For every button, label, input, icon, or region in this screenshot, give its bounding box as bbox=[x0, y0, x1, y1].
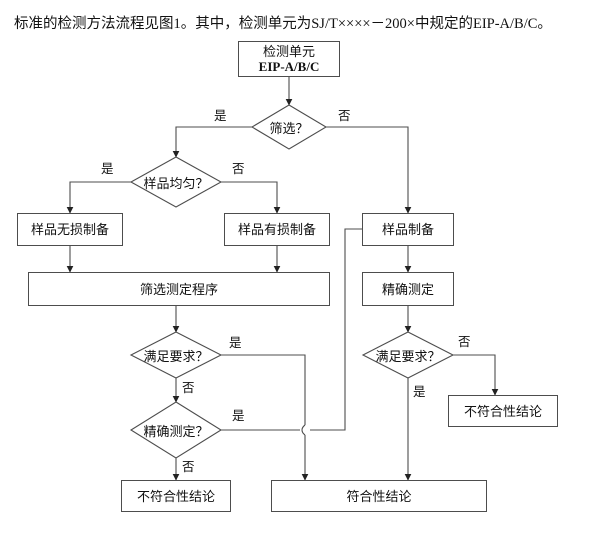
edge-screening-no-to-prep bbox=[326, 126, 412, 214]
node-destructive-prep-label: 样品有损制备 bbox=[237, 222, 316, 237]
node-detection-unit[interactable]: 检测单元 EIP-A/B/C bbox=[238, 41, 340, 77]
node-uniform-decision[interactable]: 样品均匀？ bbox=[126, 157, 226, 207]
edge-meets2-no-to-nonconform2 bbox=[453, 354, 499, 396]
edge-label-precise-q-yes: 是 bbox=[231, 409, 246, 423]
diamond-screening-shape bbox=[250, 104, 328, 150]
diamond-meets1-shape bbox=[129, 331, 223, 379]
node-nondestructive-prep[interactable]: 样品无损制备 bbox=[17, 213, 123, 246]
diamond-precise-q-shape bbox=[129, 401, 223, 459]
node-screening-decision-label: 筛选？ bbox=[269, 120, 309, 136]
edge-label-screening-no: 否 bbox=[337, 109, 352, 123]
node-uniform-decision-label: 样品均匀？ bbox=[143, 175, 209, 191]
edge-screening-yes-to-uniform bbox=[172, 126, 252, 158]
edge-label-meets1-no: 否 bbox=[181, 381, 196, 395]
node-nonconformity-left[interactable]: 不符合性结论 bbox=[121, 480, 231, 512]
edge-label-uniform-yes: 是 bbox=[100, 162, 115, 176]
node-conformity[interactable]: 符合性结论 bbox=[271, 480, 487, 512]
edge-label-meets1-yes: 是 bbox=[228, 336, 243, 350]
node-nondestructive-prep-label: 样品无损制备 bbox=[30, 222, 109, 237]
node-meets-requirements-left-label: 满足要求？ bbox=[143, 348, 209, 364]
node-nonconformity-right-label: 不符合性结论 bbox=[463, 403, 542, 419]
page-caption: 标准的检测方法流程见图1。其中，检测单元为SJ/T××××－200×中规定的EI… bbox=[14, 16, 552, 32]
node-detection-unit-line1: 检测单元 bbox=[262, 44, 315, 59]
diamond-meets2-shape bbox=[361, 331, 455, 379]
node-precise-measure[interactable]: 精确测定 bbox=[362, 272, 454, 306]
node-screening-procedure[interactable]: 筛选测定程序 bbox=[28, 272, 330, 306]
edge-label-meets2-no: 否 bbox=[457, 335, 472, 349]
node-precise-decision-label: 精确测定？ bbox=[143, 423, 209, 439]
diamond-uniform-shape bbox=[129, 156, 223, 208]
node-screening-procedure-label: 筛选测定程序 bbox=[139, 281, 218, 297]
node-sample-prep[interactable]: 样品制备 bbox=[362, 213, 454, 246]
edge-label-screening-yes: 是 bbox=[213, 109, 228, 123]
node-meets-requirements-left[interactable]: 满足要求？ bbox=[126, 332, 226, 378]
node-nonconformity-left-label: 不符合性结论 bbox=[136, 488, 215, 504]
edge-label-precise-q-no: 否 bbox=[181, 460, 196, 474]
edge-label-meets2-yes: 是 bbox=[412, 385, 427, 399]
edge-precise-q-yes-seg2 bbox=[310, 225, 393, 431]
node-destructive-prep[interactable]: 样品有损制备 bbox=[224, 213, 330, 246]
node-screening-decision[interactable]: 筛选？ bbox=[245, 105, 333, 149]
node-meets-requirements-right[interactable]: 满足要求？ bbox=[358, 332, 458, 378]
edge-uniform-no-to-destructive bbox=[221, 181, 281, 214]
node-meets-requirements-right-label: 满足要求？ bbox=[375, 348, 441, 364]
node-precise-decision[interactable]: 精确测定？ bbox=[126, 402, 226, 458]
node-conformity-label: 符合性结论 bbox=[346, 488, 412, 504]
edge-meets1-yes-seg1 bbox=[221, 354, 306, 425]
edge-hop bbox=[301, 424, 306, 436]
edge-label-uniform-no: 否 bbox=[231, 162, 246, 176]
node-nonconformity-right[interactable]: 不符合性结论 bbox=[448, 395, 558, 427]
node-detection-unit-line2: EIP-A/B/C bbox=[258, 59, 320, 74]
edge-uniform-yes-to-nondestructive bbox=[66, 181, 131, 214]
node-sample-prep-label: 样品制备 bbox=[381, 222, 434, 237]
node-precise-measure-label: 精确测定 bbox=[381, 281, 434, 297]
